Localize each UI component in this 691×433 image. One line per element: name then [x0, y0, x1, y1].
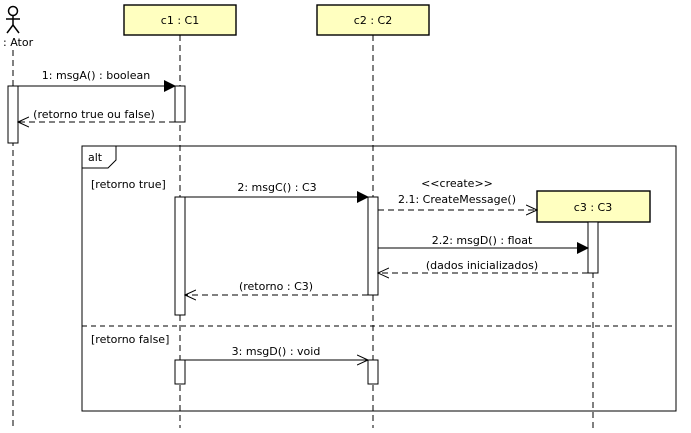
create-stereotype: <<create>> — [421, 177, 493, 190]
c1-activation-2 — [174, 196, 186, 316]
message-1-label: 1: msgA() : boolean — [42, 69, 150, 82]
actor-label: : Ator — [3, 36, 34, 49]
c1-activation-3 — [174, 359, 186, 385]
object-c2-label: c2 : C2 — [354, 14, 392, 27]
c2-activation-1 — [367, 196, 379, 296]
message-3-label: 3: msgD() : void — [232, 345, 321, 358]
c1-activation-1 — [174, 85, 186, 123]
message-return-1-label: (retorno true ou false) — [33, 108, 155, 121]
object-c3-label: c3 : C3 — [574, 201, 612, 214]
message-2-label: 2: msgC() : C3 — [237, 181, 316, 194]
guard-false: [retorno false] — [91, 333, 169, 346]
message-return-2-2-label: (dados inicializados) — [426, 259, 538, 272]
object-c2[interactable]: c2 : C2 — [316, 4, 430, 36]
object-c3[interactable]: c3 : C3 — [536, 190, 651, 223]
c2-activation-2 — [367, 359, 379, 385]
message-return-2-label: (retorno : C3) — [239, 280, 313, 293]
c3-activation — [587, 221, 599, 274]
object-c1[interactable]: c1 : C1 — [123, 4, 237, 36]
alt-fragment: alt [retorno true] [retorno false] — [81, 145, 677, 412]
guard-true: [retorno true] — [91, 178, 166, 191]
object-c1-label: c1 : C1 — [161, 14, 199, 27]
actor-icon — [6, 5, 20, 34]
actor-activation — [7, 85, 19, 144]
message-2-1-label: 2.1: CreateMessage() — [398, 193, 516, 206]
message-2-2-label: 2.2: msgD() : float — [432, 234, 533, 247]
fragment-operator: alt — [88, 151, 103, 164]
